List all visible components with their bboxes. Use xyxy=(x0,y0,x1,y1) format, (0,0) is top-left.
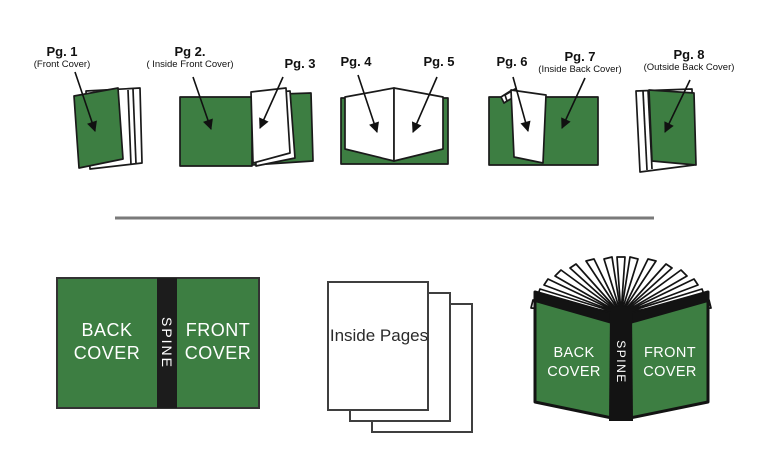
page-8-caption: (Outside Back Cover) xyxy=(643,62,735,73)
arrow-pg5 xyxy=(411,76,438,133)
open-book-back-cover-label: BACK COVER xyxy=(547,345,601,380)
booklet-step-4-inside-back-cover xyxy=(488,88,599,166)
page-3-number: Pg. 3 xyxy=(284,56,316,71)
inside-pages-label: Inside Pages xyxy=(329,326,429,345)
page-1-caption: (Front Cover) xyxy=(33,59,91,70)
page-6-number: Pg. 6 xyxy=(496,54,528,69)
page-2-number: Pg 2. xyxy=(174,44,206,59)
spread-front-cover-label: FRONT COVER xyxy=(184,320,252,363)
arrow-pg3 xyxy=(259,76,284,129)
arrow-pg8 xyxy=(664,79,691,133)
page-5-label: Pg. 5 xyxy=(423,55,454,69)
inside-pages-stack xyxy=(327,281,473,433)
page-4-number: Pg. 4 xyxy=(340,54,372,69)
arrow-pg2 xyxy=(192,76,213,130)
spine-band xyxy=(157,278,177,408)
arrow-pg4 xyxy=(357,74,379,133)
spread-spine-label: SPINE xyxy=(159,316,175,370)
page-2-caption: ( Inside Front Cover) xyxy=(146,59,234,70)
cover-spread-diagram xyxy=(56,277,260,409)
page-5-number: Pg. 5 xyxy=(423,54,455,69)
page-2-label: Pg 2. ( Inside Front Cover) xyxy=(146,44,234,71)
page-7-number: Pg. 7 xyxy=(564,49,596,64)
booklet-step-1-front-cover xyxy=(73,87,143,170)
booklet-step-3-open-spread xyxy=(340,87,449,165)
page-6-label: Pg. 6 xyxy=(496,55,527,69)
open-book-front-cover-label: FRONT COVER xyxy=(643,345,697,380)
page-1-number: Pg. 1 xyxy=(46,44,78,59)
page-1-label: Pg. 1 (Front Cover) xyxy=(33,44,91,71)
booklet-step-2-inside-front-cover xyxy=(179,87,314,167)
page-8-label: Pg. 8 (Outside Back Cover) xyxy=(643,47,735,74)
open-book-spine xyxy=(609,312,633,421)
page-7-label: Pg. 7 (Inside Back Cover) xyxy=(538,49,622,76)
spread-back-cover-label: BACK COVER xyxy=(73,320,141,363)
pointer-arrows xyxy=(74,71,691,133)
page-8-number: Pg. 8 xyxy=(673,47,705,62)
arrow-pg1 xyxy=(74,71,97,132)
arrow-pg7 xyxy=(561,77,586,129)
page-4-label: Pg. 4 xyxy=(340,55,371,69)
open-book-spine-label: SPINE xyxy=(614,340,628,384)
page-7-caption: (Inside Back Cover) xyxy=(538,64,622,75)
open-book-diagram xyxy=(530,256,712,421)
page-3-label: Pg. 3 xyxy=(284,57,315,71)
arrow-pg6 xyxy=(512,76,531,133)
